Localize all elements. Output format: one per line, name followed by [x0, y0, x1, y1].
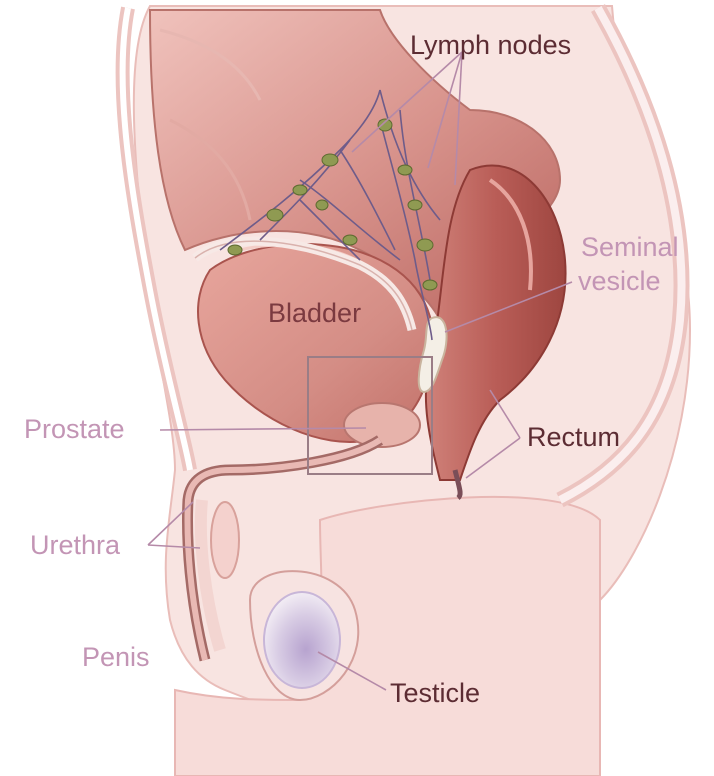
- label-lymph-nodes: Lymph nodes: [410, 30, 571, 60]
- prostate-organ: [344, 403, 420, 447]
- label-testicle: Testicle: [390, 678, 480, 708]
- label-bladder: Bladder: [268, 298, 361, 328]
- testicle-organ: [264, 592, 340, 688]
- label-rectum: Rectum: [527, 422, 620, 452]
- label-prostate: Prostate: [24, 414, 125, 444]
- label-seminal-vesicle-line1: Seminal: [581, 232, 679, 262]
- label-seminal-vesicle-line2: vesicle: [578, 266, 661, 296]
- label-urethra: Urethra: [30, 530, 120, 560]
- label-penis: Penis: [82, 642, 150, 672]
